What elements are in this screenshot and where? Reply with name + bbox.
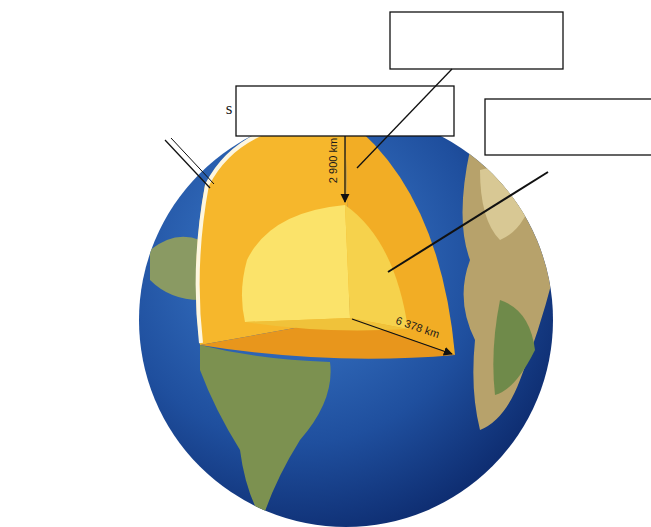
blank-label-box <box>485 99 651 155</box>
continents <box>150 114 566 520</box>
sahara <box>480 168 535 241</box>
leader-line <box>388 172 548 272</box>
north-america <box>150 237 200 300</box>
leader-line <box>171 138 214 184</box>
mantle-right-face <box>345 118 455 355</box>
blank-label-box <box>390 12 563 69</box>
africa <box>463 146 567 431</box>
core-floor <box>245 318 408 330</box>
crust-band <box>198 119 338 343</box>
mantle-left-face <box>196 118 350 345</box>
core-left-face <box>242 205 350 322</box>
cut-off-text: s <box>226 100 233 117</box>
south-america <box>200 345 331 520</box>
africa-forest <box>493 300 535 395</box>
dimension-label: 2 900 km <box>329 137 340 182</box>
blank-label-box <box>236 86 454 136</box>
leader-line <box>357 69 452 168</box>
leader-line <box>165 140 210 188</box>
core-right-face <box>345 205 408 329</box>
